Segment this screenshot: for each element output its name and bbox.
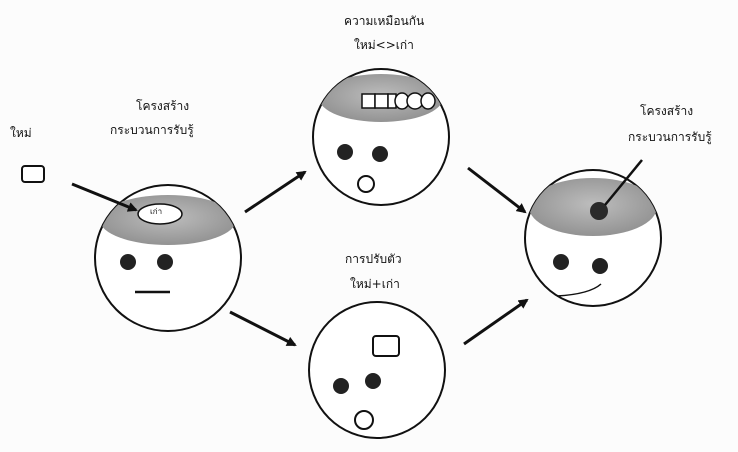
eye-top-1 [337, 144, 353, 160]
face-bottom [309, 302, 445, 438]
label-similarity-1: ความเหมือนกัน [344, 15, 424, 27]
face-top [313, 69, 449, 205]
eye-bottom-1 [333, 378, 349, 394]
arrow-left-to-top [245, 172, 305, 212]
eye-left-2 [157, 254, 173, 270]
new-item-square [22, 166, 44, 182]
label-new: ใหม่ [10, 127, 32, 139]
face-right [525, 160, 661, 306]
eye-bottom-2 [365, 373, 381, 389]
square-in-head [373, 336, 399, 356]
label-old: เก่า [150, 208, 162, 216]
mouth-o-top [358, 176, 374, 192]
label-adjust-2: ใหม่+เก่า [350, 278, 400, 290]
eye-right-1 [553, 254, 569, 270]
label-structure-left-2: กระบวนการรับรู้ [110, 124, 194, 136]
compare-shapes-icon [362, 93, 435, 109]
label-similarity-2: ใหม่<>เก่า [354, 39, 414, 51]
arrow-left-to-bottom [230, 312, 295, 345]
label-structure-right-1: โครงสร้าง [640, 105, 693, 117]
mouth-o-bottom [355, 411, 373, 429]
label-structure-left-1: โครงสร้าง [136, 100, 189, 112]
arrow-top-to-right [468, 168, 525, 212]
face-left [95, 185, 241, 331]
label-adjust-1: การปรับตัว [345, 253, 402, 265]
eye-left-1 [120, 254, 136, 270]
label-structure-right-2: กระบวนการรับรู้ [628, 131, 712, 143]
arrow-bottom-to-right [464, 300, 527, 344]
eye-top-2 [372, 146, 388, 162]
eye-right-2 [592, 258, 608, 274]
